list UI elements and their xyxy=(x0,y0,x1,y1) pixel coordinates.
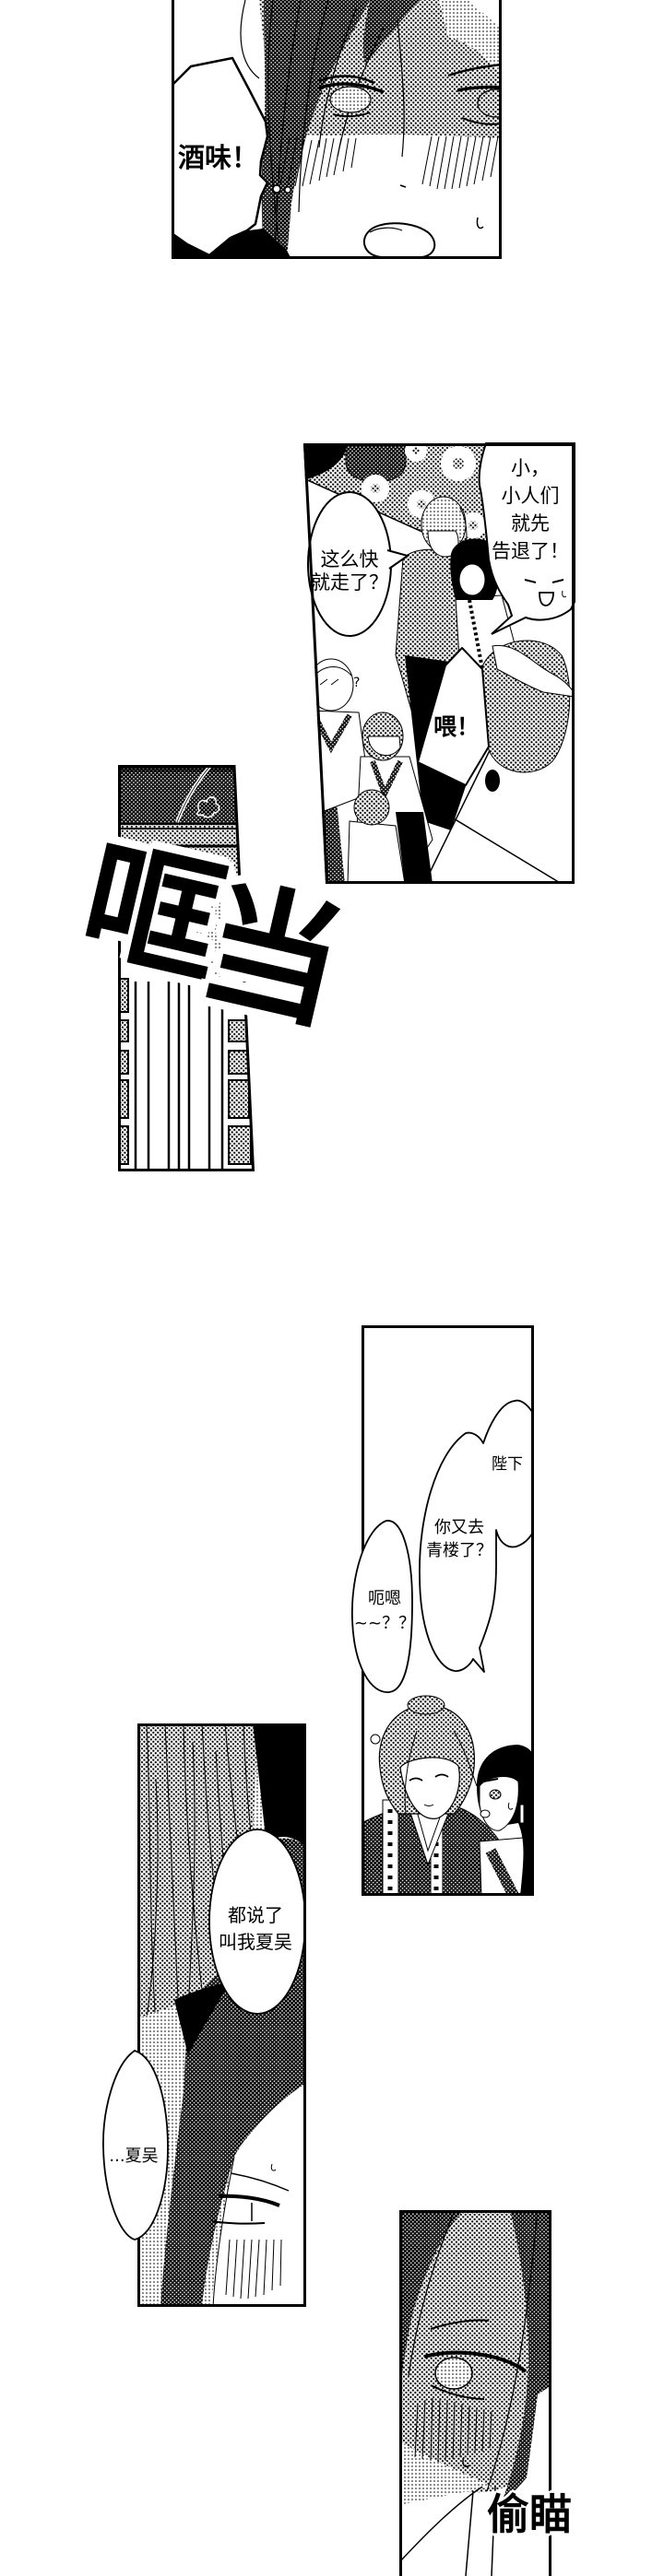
smiling-face-doodle xyxy=(524,579,567,606)
bubble-line: 小， xyxy=(511,457,550,479)
panel-2-servants-leaving: 这么快 就走了？ 小， 小人们 就先 告退了！ 喂！ ? xyxy=(302,442,575,884)
panel-1-drunk-closeup: 酒味！ xyxy=(172,0,502,259)
bubble-line: 告退了！ xyxy=(492,540,569,562)
speech-bubble-right xyxy=(478,442,575,635)
panel-3-door-slam: 哐 当 xyxy=(67,765,358,1171)
panel-1-artwork xyxy=(172,0,502,259)
sweat-drop xyxy=(462,2456,470,2468)
panel-6-peek-closeup: 偷瞄 xyxy=(399,2210,572,2576)
bubble-text-call-me-xiawu: 都说了 叫我夏吴 xyxy=(209,1902,302,1956)
bubble-text-brothel-again: 你又去 青楼了？ xyxy=(417,1516,502,1562)
bubble-text-xiawu: ...夏吴 xyxy=(97,2146,171,2168)
building-windows xyxy=(118,978,252,1165)
bubble-line: 你又去 xyxy=(434,1518,484,1537)
speech-bubble-shout xyxy=(417,647,490,786)
bubble-text-wine-smell: 酒味！ xyxy=(178,142,258,173)
bubble-text-uh-huh: 呃嗯 ~~？？ xyxy=(343,1586,426,1636)
building-roof xyxy=(118,765,255,824)
bubble-line: 陛下 xyxy=(492,1455,523,1474)
speech-bubble-confused xyxy=(350,1520,413,1693)
blush-hatching xyxy=(414,2397,492,2462)
panel-4-artwork xyxy=(350,1325,534,1896)
bubble-line: 喂！ xyxy=(433,713,480,740)
bubble-text-hey: 喂！ xyxy=(433,713,480,741)
panel-3-artwork xyxy=(118,765,255,1171)
impact-puff-icon xyxy=(196,796,220,818)
speech-bubble-shout xyxy=(172,56,291,257)
panel-border xyxy=(172,0,502,259)
speech-bubble-cloud xyxy=(419,1399,534,1673)
bubble-line: ~~？？ xyxy=(353,1614,416,1633)
speech-bubble-side xyxy=(102,2050,169,2241)
bubble-line: 叫我夏吴 xyxy=(219,1931,292,1953)
character-hair xyxy=(240,0,421,259)
character-smiling-man xyxy=(362,1695,510,1896)
bubble-text-so-soon: 这么快 就走了？ xyxy=(308,548,391,594)
panel-border xyxy=(137,1723,306,2307)
bubble-line: 呃嗯 xyxy=(368,1589,401,1608)
door-slats xyxy=(134,982,224,1171)
panel-6-artwork xyxy=(399,2210,551,2576)
sweat-drop xyxy=(476,217,484,229)
blush-hatching xyxy=(279,135,499,190)
panel-5-call-me-xiawu: 都说了 叫我夏吴 ...夏吴 xyxy=(102,1723,306,2307)
bubble-line: ...夏吴 xyxy=(109,2147,159,2166)
hair-left xyxy=(399,2210,464,2394)
bubble-line: 青楼了？ xyxy=(426,1541,492,1560)
speech-bubble-left xyxy=(307,491,410,637)
bubble-text-your-majesty: 陛下 xyxy=(492,1454,523,1475)
open-mouth xyxy=(363,222,436,258)
character-bowing-servant xyxy=(479,640,575,792)
panel-2-artwork xyxy=(302,442,575,884)
bubble-line: 酒味！ xyxy=(178,142,259,173)
bubble-line: 就先 xyxy=(511,512,550,535)
confusion-mark: ? xyxy=(353,676,361,690)
eye xyxy=(423,2319,528,2400)
panel-border xyxy=(118,765,255,1171)
bubble-line: 小人们 xyxy=(501,485,560,507)
panel-5-artwork xyxy=(102,1723,306,2307)
eyes xyxy=(318,63,502,125)
bubble-text-take-leave: 小， 小人们 就先 告退了！ xyxy=(489,454,572,565)
panel-border xyxy=(302,443,575,884)
sfx-bang-2: 当 xyxy=(186,863,358,1051)
panel-border xyxy=(399,2210,551,2576)
bubble-line: 都说了 xyxy=(228,1904,283,1926)
panel-4-two-men-talk: 陛下 你又去 青楼了？ 呃嗯 ~~？？ xyxy=(350,1325,534,1896)
sfx-peek: 偷瞄 xyxy=(487,2489,572,2539)
bubble-line: 就走了？ xyxy=(311,571,388,594)
character-worried-man xyxy=(477,1745,534,1896)
bubble-line: 这么快 xyxy=(320,548,379,570)
